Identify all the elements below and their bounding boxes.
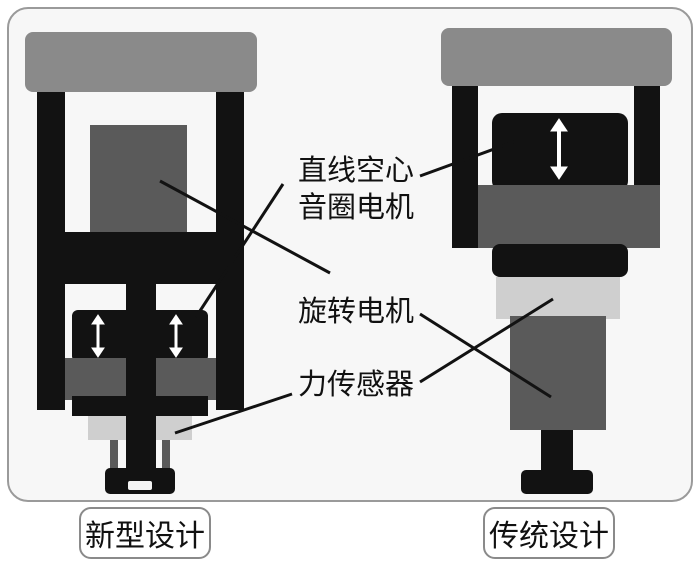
label-linear-voice-coil-line2: 音圈电机 [294,189,419,226]
leader-force-new [174,392,293,435]
trad-foot [521,470,593,494]
leader-voice-coil-trad [419,138,520,178]
new-right-pin [162,440,170,472]
label-rotary-motor: 旋转电机 [294,293,419,330]
caption-new-design: 新型设计 [79,507,211,559]
leader-rotary-new [194,183,285,318]
trad-rotary-motor [510,316,606,430]
trad-top-plate [441,28,672,86]
leader-rotary-trad [419,312,552,399]
leader-force-trad [419,297,554,384]
leader-voice-coil-new [159,179,331,275]
trad-left-post [452,86,478,248]
caption-traditional-design: 传统设计 [483,507,615,559]
trad-shaft [541,430,573,475]
label-force-sensor: 力传感器 [294,366,419,403]
new-central-shaft [126,232,156,472]
new-foot-slot [128,481,152,490]
new-double-arrow-right-icon [169,314,183,358]
new-left-pin [110,440,118,472]
label-linear-voice-coil-line1: 直线空心 [294,152,419,189]
new-double-arrow-left-icon [91,314,105,358]
trad-force-sensor [496,277,620,319]
trad-gray-band [478,185,660,248]
traditional-design-assembly [441,28,672,494]
new-voice-coil-block [90,125,187,235]
trad-double-arrow-icon [550,118,568,180]
trad-black-lower [492,244,628,277]
new-design-assembly [25,32,257,494]
leader-lines [159,138,554,435]
new-top-plate [25,32,257,92]
